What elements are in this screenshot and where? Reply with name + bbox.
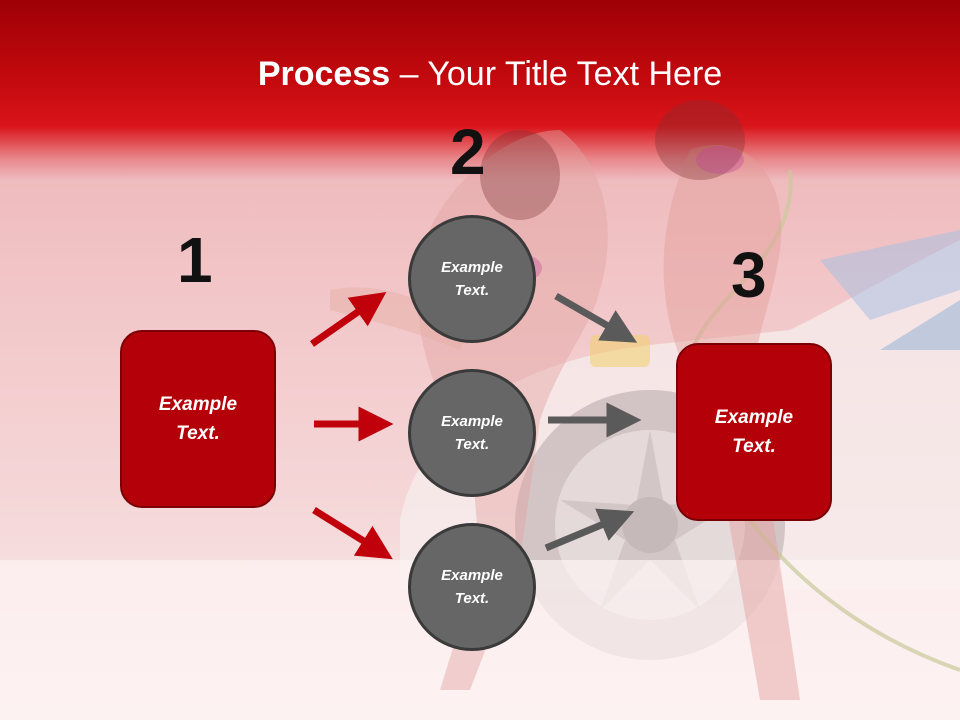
start-box-line2: Text.: [176, 423, 220, 444]
step-number-3: 3: [731, 239, 767, 311]
circle-top: Example Text.: [408, 215, 536, 343]
circle-middle-line2: Text.: [454, 436, 490, 453]
step-number-2: 2: [450, 116, 486, 188]
start-box-line1: Example: [158, 394, 238, 415]
circle-top-line2: Text.: [454, 282, 490, 299]
circle-top-line1: Example: [441, 259, 503, 276]
circle-bottom-line1: Example: [441, 567, 503, 584]
slide-title: Process – Your Title Text Here: [0, 52, 960, 96]
arrow-red-up: [309, 291, 387, 347]
end-box-line2: Text.: [732, 436, 776, 457]
start-box: Example Text.: [120, 330, 276, 508]
arrow-gray-down: [554, 292, 638, 343]
arrow-gray-up: [544, 508, 635, 552]
end-box: Example Text.: [676, 343, 832, 521]
title-rest: – Your Title Text Here: [390, 55, 723, 93]
circle-bottom-line2: Text.: [454, 590, 490, 607]
circle-middle-line1: Example: [441, 413, 503, 430]
circle-bottom: Example Text.: [408, 523, 536, 651]
circle-middle: Example Text.: [408, 369, 536, 497]
end-box-line1: Example: [714, 407, 794, 428]
title-banner: [0, 0, 960, 180]
title-bold: Process: [257, 55, 391, 93]
arrow-red-down: [312, 507, 393, 560]
step-number-1: 1: [177, 224, 213, 296]
